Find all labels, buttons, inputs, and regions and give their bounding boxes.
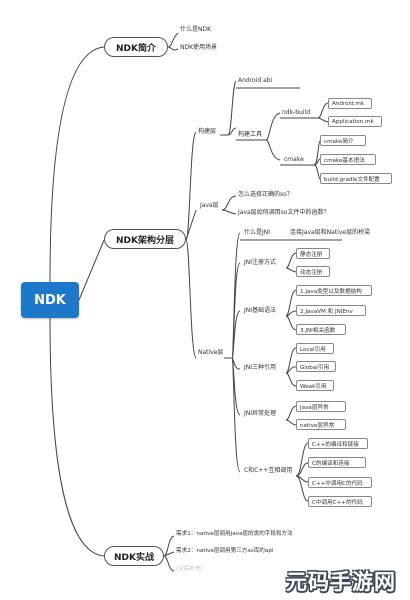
node-ndk-architecture[interactable]: NDK架构分层 bbox=[104, 229, 186, 249]
build-layer[interactable]: 构建层 bbox=[198, 128, 217, 135]
cpp-compile-link[interactable]: C++的编译和链接 bbox=[308, 438, 368, 449]
ref-global[interactable]: Global引用 bbox=[296, 361, 336, 372]
cpp-call-c[interactable]: C++中调用C的代码 bbox=[308, 477, 372, 488]
practice-req-1[interactable]: 需求1：native层调用Java层的类的字段和方法 bbox=[176, 531, 293, 537]
jni-basics-functions[interactable]: 3.JNI相关函数 bbox=[296, 324, 346, 335]
root-node[interactable]: NDK bbox=[21, 282, 79, 318]
gradle-config[interactable]: build.gradle文件配置 bbox=[320, 173, 392, 184]
c-cpp-interop[interactable]: C和C++互相调用 bbox=[244, 467, 293, 474]
jni-basics-types[interactable]: 1.Java类型以及数据结构 bbox=[296, 285, 372, 296]
intro-item-use-cases[interactable]: NDK使用场景 bbox=[180, 44, 218, 51]
intro-item-what-is-ndk[interactable]: 什么是NDK bbox=[180, 26, 212, 33]
java-layer[interactable]: Java层 bbox=[200, 202, 219, 209]
node-ndk-intro[interactable]: NDK简介 bbox=[104, 37, 168, 57]
node-ndk-practice[interactable]: NDK实战 bbox=[104, 546, 164, 566]
cmake-basic-syntax[interactable]: cmake基本语法 bbox=[320, 154, 376, 165]
jni-basics-javavm[interactable]: 2.JavaVM 和 JNIEnv bbox=[296, 305, 366, 316]
jni-registration[interactable]: JNI注册方式 bbox=[244, 259, 277, 266]
jni-description[interactable]: 连接Java层和Native层的桥梁 bbox=[290, 229, 371, 236]
cmake[interactable]: cmake bbox=[284, 156, 304, 163]
static-registration[interactable]: 静态注册 bbox=[296, 248, 330, 259]
practice-req-2[interactable]: 需求2：native层调用第三方so库的api bbox=[176, 548, 274, 554]
practice-faded: (以后补充) bbox=[176, 566, 203, 572]
java-question-call-so[interactable]: Java层如何调用so文件中的函数？ bbox=[238, 209, 330, 216]
build-tools[interactable]: 构建工具 bbox=[238, 131, 263, 138]
c-call-cpp[interactable]: C中调用C++的代码 bbox=[308, 496, 372, 507]
ref-weak[interactable]: Weak引用 bbox=[296, 380, 334, 391]
jni-basics[interactable]: JNI基础语法 bbox=[244, 307, 277, 314]
cmake-intro[interactable]: cmake简介 bbox=[320, 135, 366, 146]
java-question-select-so[interactable]: 怎么选择正确的so？ bbox=[238, 191, 293, 198]
android-abi[interactable]: Android abi bbox=[238, 77, 273, 84]
ref-local[interactable]: Local引用 bbox=[296, 343, 334, 354]
what-is-jni[interactable]: 什么是JNI bbox=[244, 229, 271, 236]
jni-references[interactable]: JNI三种引用 bbox=[244, 364, 277, 371]
android-mk[interactable]: Android.mk bbox=[328, 98, 372, 109]
native-layer[interactable]: Native层 bbox=[198, 349, 224, 356]
exc-native[interactable]: native层异常 bbox=[296, 419, 346, 430]
c-compile-link[interactable]: C的编译和连接 bbox=[308, 457, 366, 468]
exc-java[interactable]: Java层异常 bbox=[296, 401, 346, 412]
dynamic-registration[interactable]: 动态注册 bbox=[296, 266, 330, 277]
application-mk[interactable]: Application.mk bbox=[328, 116, 382, 127]
ndk-build[interactable]: ndk-build bbox=[282, 109, 311, 116]
watermark-logo: 元码手游网 bbox=[286, 570, 396, 594]
jni-exceptions[interactable]: JNI异常处理 bbox=[244, 410, 277, 417]
